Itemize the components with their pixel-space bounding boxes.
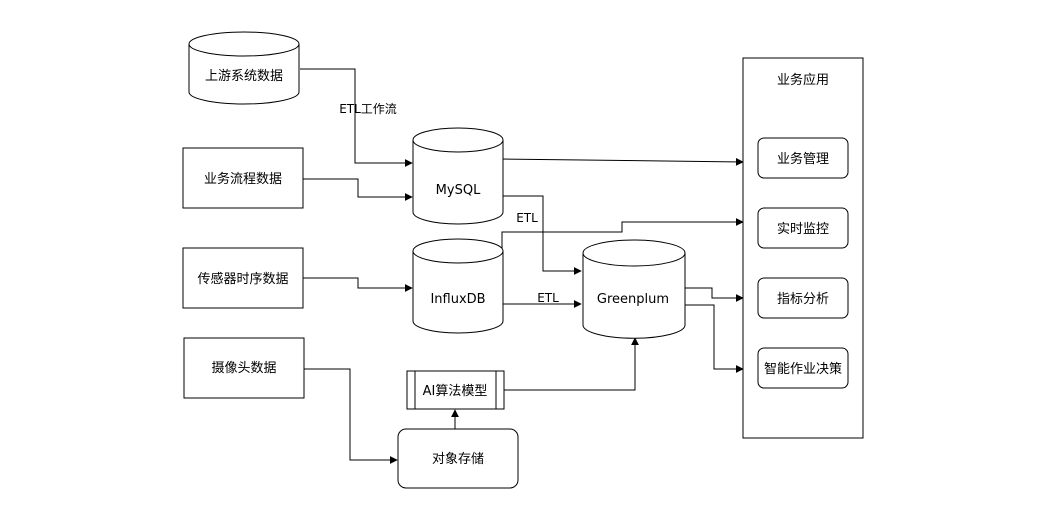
object-storage-box: 对象存储 (397, 428, 519, 489)
greenplum-cylinder: Greenplum (582, 239, 686, 339)
edge-camera-to-object-storage (304, 368, 398, 464)
influxdb-cylinder: InfluxDB (412, 238, 504, 334)
edge-label-etl-mysql: ETL (516, 211, 538, 225)
greenplum-label: Greenplum (597, 292, 669, 307)
business-app-container: 业务应用 业务管理 实时监控 指标分析 智能作业决策 (742, 57, 864, 439)
business-flow-data-label: 业务流程数据 (204, 171, 282, 187)
object-storage-label: 对象存储 (432, 452, 484, 467)
edge-influxdb-to-realtime-monitor (501, 218, 744, 248)
sensor-data-box: 传感器时序数据 (182, 247, 304, 309)
business-flow-data-box: 业务流程数据 (182, 147, 304, 209)
app-smart-decision-box: 智能作业决策 (757, 347, 849, 389)
edge-upstream-to-mysql (300, 68, 413, 167)
app-business-mgmt-box: 业务管理 (757, 137, 849, 179)
edge-mysql-to-business-mgmt (501, 157, 744, 166)
edge-business-flow-to-mysql (303, 178, 413, 201)
app-metric-analysis-box: 指标分析 (757, 277, 849, 319)
app-realtime-monitor-label: 实时监控 (777, 222, 829, 237)
mysql-label: MySQL (436, 183, 481, 198)
upstream-data-label: 上游系统数据 (205, 69, 283, 84)
edge-mysql-to-greenplum (502, 195, 582, 275)
camera-data-label: 摄像头数据 (211, 361, 276, 376)
edge-greenplum-to-smart-decision (685, 304, 744, 373)
ai-model-box: AI算法模型 (406, 370, 505, 410)
edge-ai-model-to-greenplum (504, 337, 639, 391)
edge-greenplum-to-metric-analysis (685, 287, 744, 302)
business-app-title: 业务应用 (777, 72, 829, 88)
sensor-data-label: 传感器时序数据 (197, 271, 288, 287)
app-realtime-monitor-box: 实时监控 (757, 207, 849, 249)
edge-label-etl-workflow: ETL工作流 (339, 102, 397, 116)
edges (300, 68, 744, 464)
edge-sensor-to-influxdb (303, 277, 413, 292)
app-smart-decision-label: 智能作业决策 (764, 361, 842, 377)
edge-label-etl-influxdb: ETL (537, 291, 559, 305)
upstream-data-cylinder: 上游系统数据 (188, 31, 300, 105)
app-metric-analysis-label: 指标分析 (777, 292, 829, 307)
app-business-mgmt-label: 业务管理 (777, 151, 829, 167)
ai-model-label: AI算法模型 (423, 384, 488, 399)
mysql-cylinder: MySQL (412, 127, 504, 225)
camera-data-box: 摄像头数据 (183, 337, 305, 399)
influxdb-label: InfluxDB (430, 292, 485, 307)
